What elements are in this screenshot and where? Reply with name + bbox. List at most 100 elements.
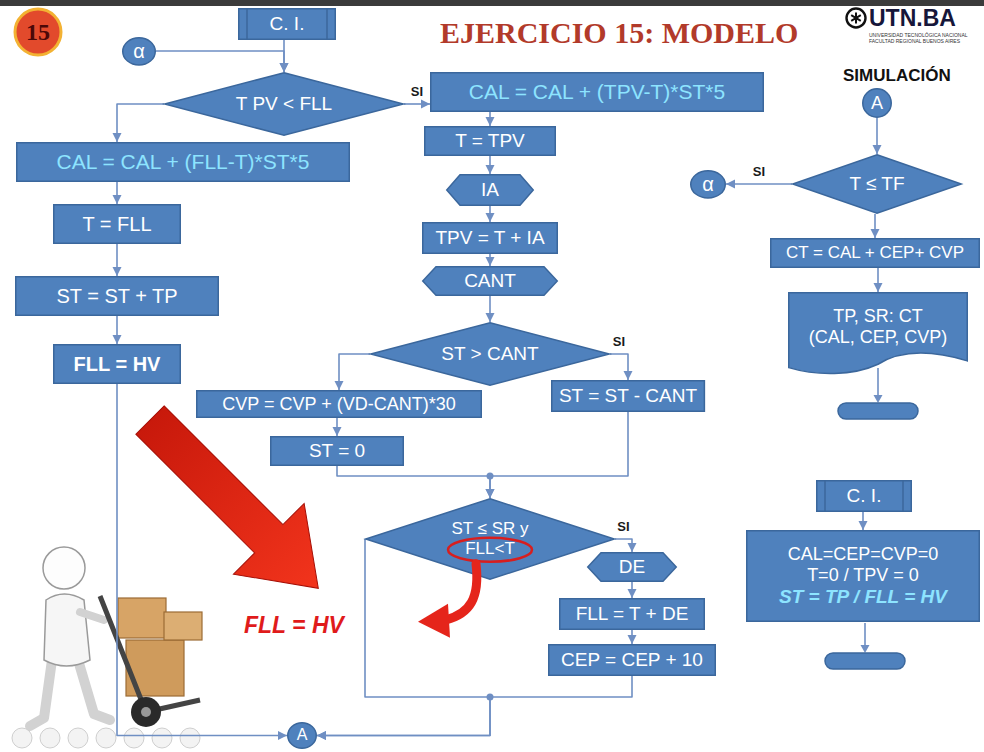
start-box: C. I. xyxy=(816,480,912,512)
box-outline xyxy=(54,205,181,244)
arrowhead xyxy=(859,521,868,530)
arrowhead xyxy=(871,229,880,238)
circle-outline xyxy=(691,170,726,197)
pointer-arrow xyxy=(115,385,354,624)
end-terminator xyxy=(877,368,879,396)
node-text: T PV < FLL xyxy=(236,93,332,115)
process-box: CAL = CAL + (TPV-T)*ST*5 xyxy=(430,72,764,112)
connector xyxy=(113,244,122,276)
box-outline xyxy=(824,481,826,512)
arrowhead xyxy=(628,589,637,598)
arrowhead xyxy=(278,731,287,740)
end-terminator xyxy=(838,368,918,419)
connector-line xyxy=(339,354,370,390)
node-text: A xyxy=(297,726,308,744)
hexagon-outline xyxy=(447,175,534,206)
logo-text: UTN.BA xyxy=(869,5,956,31)
decision-diamond: T PV < FLL xyxy=(164,72,404,136)
box-outline xyxy=(271,437,404,466)
logo-symbol xyxy=(851,13,861,24)
node-text: CAL = CAL + (FLL-T)*ST*5 xyxy=(57,150,310,174)
arrowhead xyxy=(113,133,122,142)
arrowhead xyxy=(335,381,344,390)
decision-diamond: ST > CANT xyxy=(370,322,610,386)
connector xyxy=(117,384,287,740)
node-text: CAL = CAL + (TPV-T)*ST*5 xyxy=(469,80,725,104)
node-text: C. I. xyxy=(847,485,882,507)
curved-arrow xyxy=(418,604,450,638)
connector-line xyxy=(490,412,628,498)
box-outline xyxy=(423,223,558,254)
arrowhead xyxy=(486,213,495,222)
worker-illustration xyxy=(80,612,104,620)
node-text: CT = CAL + CEP+ CVP xyxy=(786,243,964,263)
node-text: CEP = CEP + 10 xyxy=(561,649,703,671)
arrowhead xyxy=(317,731,326,740)
node-text: FLL = T + DE xyxy=(576,603,689,625)
connector xyxy=(486,206,495,222)
logo-symbol xyxy=(847,9,866,28)
annotation: FLL = HV xyxy=(244,612,344,638)
box-outline xyxy=(197,391,482,418)
branch-label: SI xyxy=(410,85,424,99)
connector xyxy=(871,214,880,238)
hexagon-outline xyxy=(588,553,677,582)
node-text: CAL=CEP=CVP=0 xyxy=(788,544,939,565)
arrowhead xyxy=(628,635,637,644)
connector xyxy=(859,512,868,530)
player-controls xyxy=(40,728,60,748)
connector-line xyxy=(726,183,792,185)
connector xyxy=(337,466,495,498)
process-box: TPV = T + IA xyxy=(422,222,558,254)
arrowhead xyxy=(333,427,342,436)
node-text: CANT xyxy=(464,270,516,292)
arrowhead xyxy=(113,195,122,204)
player-controls xyxy=(68,728,88,748)
document-outline xyxy=(789,293,968,374)
connector xyxy=(404,100,430,109)
connector-circle: A xyxy=(862,88,892,118)
process-box: ST = ST + TP xyxy=(15,276,219,316)
worker-illustration xyxy=(141,707,151,717)
arrowhead xyxy=(486,313,495,322)
node-text: ST ≤ SR y FLL<T xyxy=(443,519,538,558)
connector xyxy=(610,354,632,380)
diamond-outline xyxy=(366,499,615,580)
circle-outline xyxy=(863,89,892,118)
connector xyxy=(113,316,122,344)
connector xyxy=(628,630,637,644)
arrowhead xyxy=(873,145,882,154)
arrowhead xyxy=(280,63,289,72)
connector-circle: α xyxy=(690,170,726,199)
node-text: ST = TP / FLL = HV xyxy=(779,586,947,608)
player-controls xyxy=(12,728,32,748)
box-outline xyxy=(431,73,764,112)
connector xyxy=(726,180,792,189)
process-box: ST = ST - CANT xyxy=(551,380,705,412)
decision-diamond: T ≤ TF xyxy=(792,154,962,214)
worker-illustration xyxy=(100,596,200,712)
callout-badge xyxy=(15,9,61,55)
connector xyxy=(615,539,637,552)
arrowhead xyxy=(628,543,637,552)
connector xyxy=(486,296,495,322)
process-box: FLL = T + DE xyxy=(559,598,705,630)
process-box: T = TPV xyxy=(424,126,556,156)
worker-illustration xyxy=(30,660,110,726)
callout-number: 15 xyxy=(26,19,50,45)
connector-line xyxy=(117,384,287,736)
node-text: α xyxy=(133,40,145,63)
node-text: C. I. xyxy=(270,13,305,35)
connector xyxy=(486,412,629,498)
player-controls xyxy=(152,728,172,748)
worker-illustration xyxy=(131,697,161,727)
node-text: T = FLL xyxy=(82,213,151,236)
node-text: T=0 / TPV = 0 xyxy=(807,565,919,586)
box-outline xyxy=(54,345,181,384)
player-controls xyxy=(96,728,116,748)
end-terminator xyxy=(825,653,905,669)
process-box: T = FLL xyxy=(53,204,181,244)
end-terminator xyxy=(874,395,883,403)
node-text: ST = 0 xyxy=(309,440,365,462)
worker-illustration xyxy=(164,612,202,640)
